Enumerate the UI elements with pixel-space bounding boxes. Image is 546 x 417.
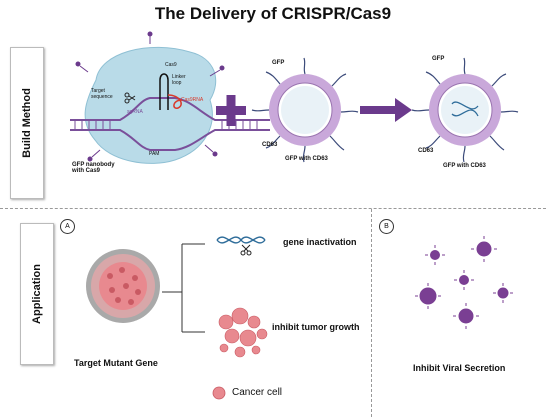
cancer-cell-cluster — [218, 307, 268, 358]
panel-b-tag: B — [379, 219, 394, 234]
cas9rna-loop — [167, 94, 183, 109]
cancer-cell-legend-icon — [212, 386, 226, 400]
cas9-protein — [84, 46, 217, 164]
exosome-1-cd63-label: CD63 — [262, 142, 278, 148]
exosome-2-tails — [411, 57, 519, 163]
section-divider — [0, 208, 546, 209]
scissors-icon — [124, 92, 136, 104]
linker-loop-label: Linker loop — [172, 74, 186, 86]
exosome-2-cd63-label: CD63 — [418, 148, 434, 154]
dna-strands — [70, 97, 270, 151]
helix-scissors-icon — [240, 244, 252, 256]
exosome-1-lumen — [281, 86, 329, 134]
exosome-2-gfp-label: GFP — [432, 56, 445, 62]
branch-connector — [162, 243, 205, 333]
process-arrow — [360, 98, 412, 122]
target-sequence-label: Target sequence — [91, 88, 113, 100]
sgrna-hairpin — [159, 73, 169, 110]
gene-inactivation-label: gene inactivation — [283, 237, 357, 247]
page-title: The Delivery of CRISPR/Cas9 — [154, 4, 392, 23]
inhibit-viral-label: Inhibit Viral Secretion — [413, 363, 506, 373]
dna-helix-icon — [216, 236, 266, 244]
sgrna-label: sgRNA — [127, 109, 143, 115]
target-gene-label: Target Mutant Gene — [74, 358, 158, 368]
exosome-2-lumen — [441, 86, 489, 134]
gfp-nanobody-label: GFP nanobody with Cas9 — [72, 162, 115, 174]
exosome-2-caption: GFP with CD63 — [443, 163, 486, 169]
exosome-1-caption: GFP with CD63 — [285, 156, 328, 162]
inhibit-tumor-label: inhibit tumor growth — [272, 322, 360, 332]
cancer-cell-legend-label: Cancer cell — [232, 387, 283, 398]
cas9rna-label: Cas9RNA — [181, 97, 204, 103]
cas9-label: Cas9 — [165, 62, 177, 68]
exosome-1-gfp-label: GFP — [272, 60, 285, 66]
virus-particles — [415, 236, 513, 329]
exosome-1-tails — [251, 57, 359, 163]
plus-sign-v — [226, 95, 236, 126]
exosome-2-cargo — [451, 101, 479, 117]
build-method-label: Build Method — [10, 47, 44, 199]
nanobody-heads — [75, 31, 225, 162]
panel-divider — [371, 209, 372, 417]
pam-label: PAM — [149, 151, 160, 157]
application-label: Application — [20, 223, 54, 365]
nanobody-pins — [79, 36, 221, 158]
panel-a-tag: A — [60, 219, 75, 234]
tumor-cells — [107, 267, 141, 305]
